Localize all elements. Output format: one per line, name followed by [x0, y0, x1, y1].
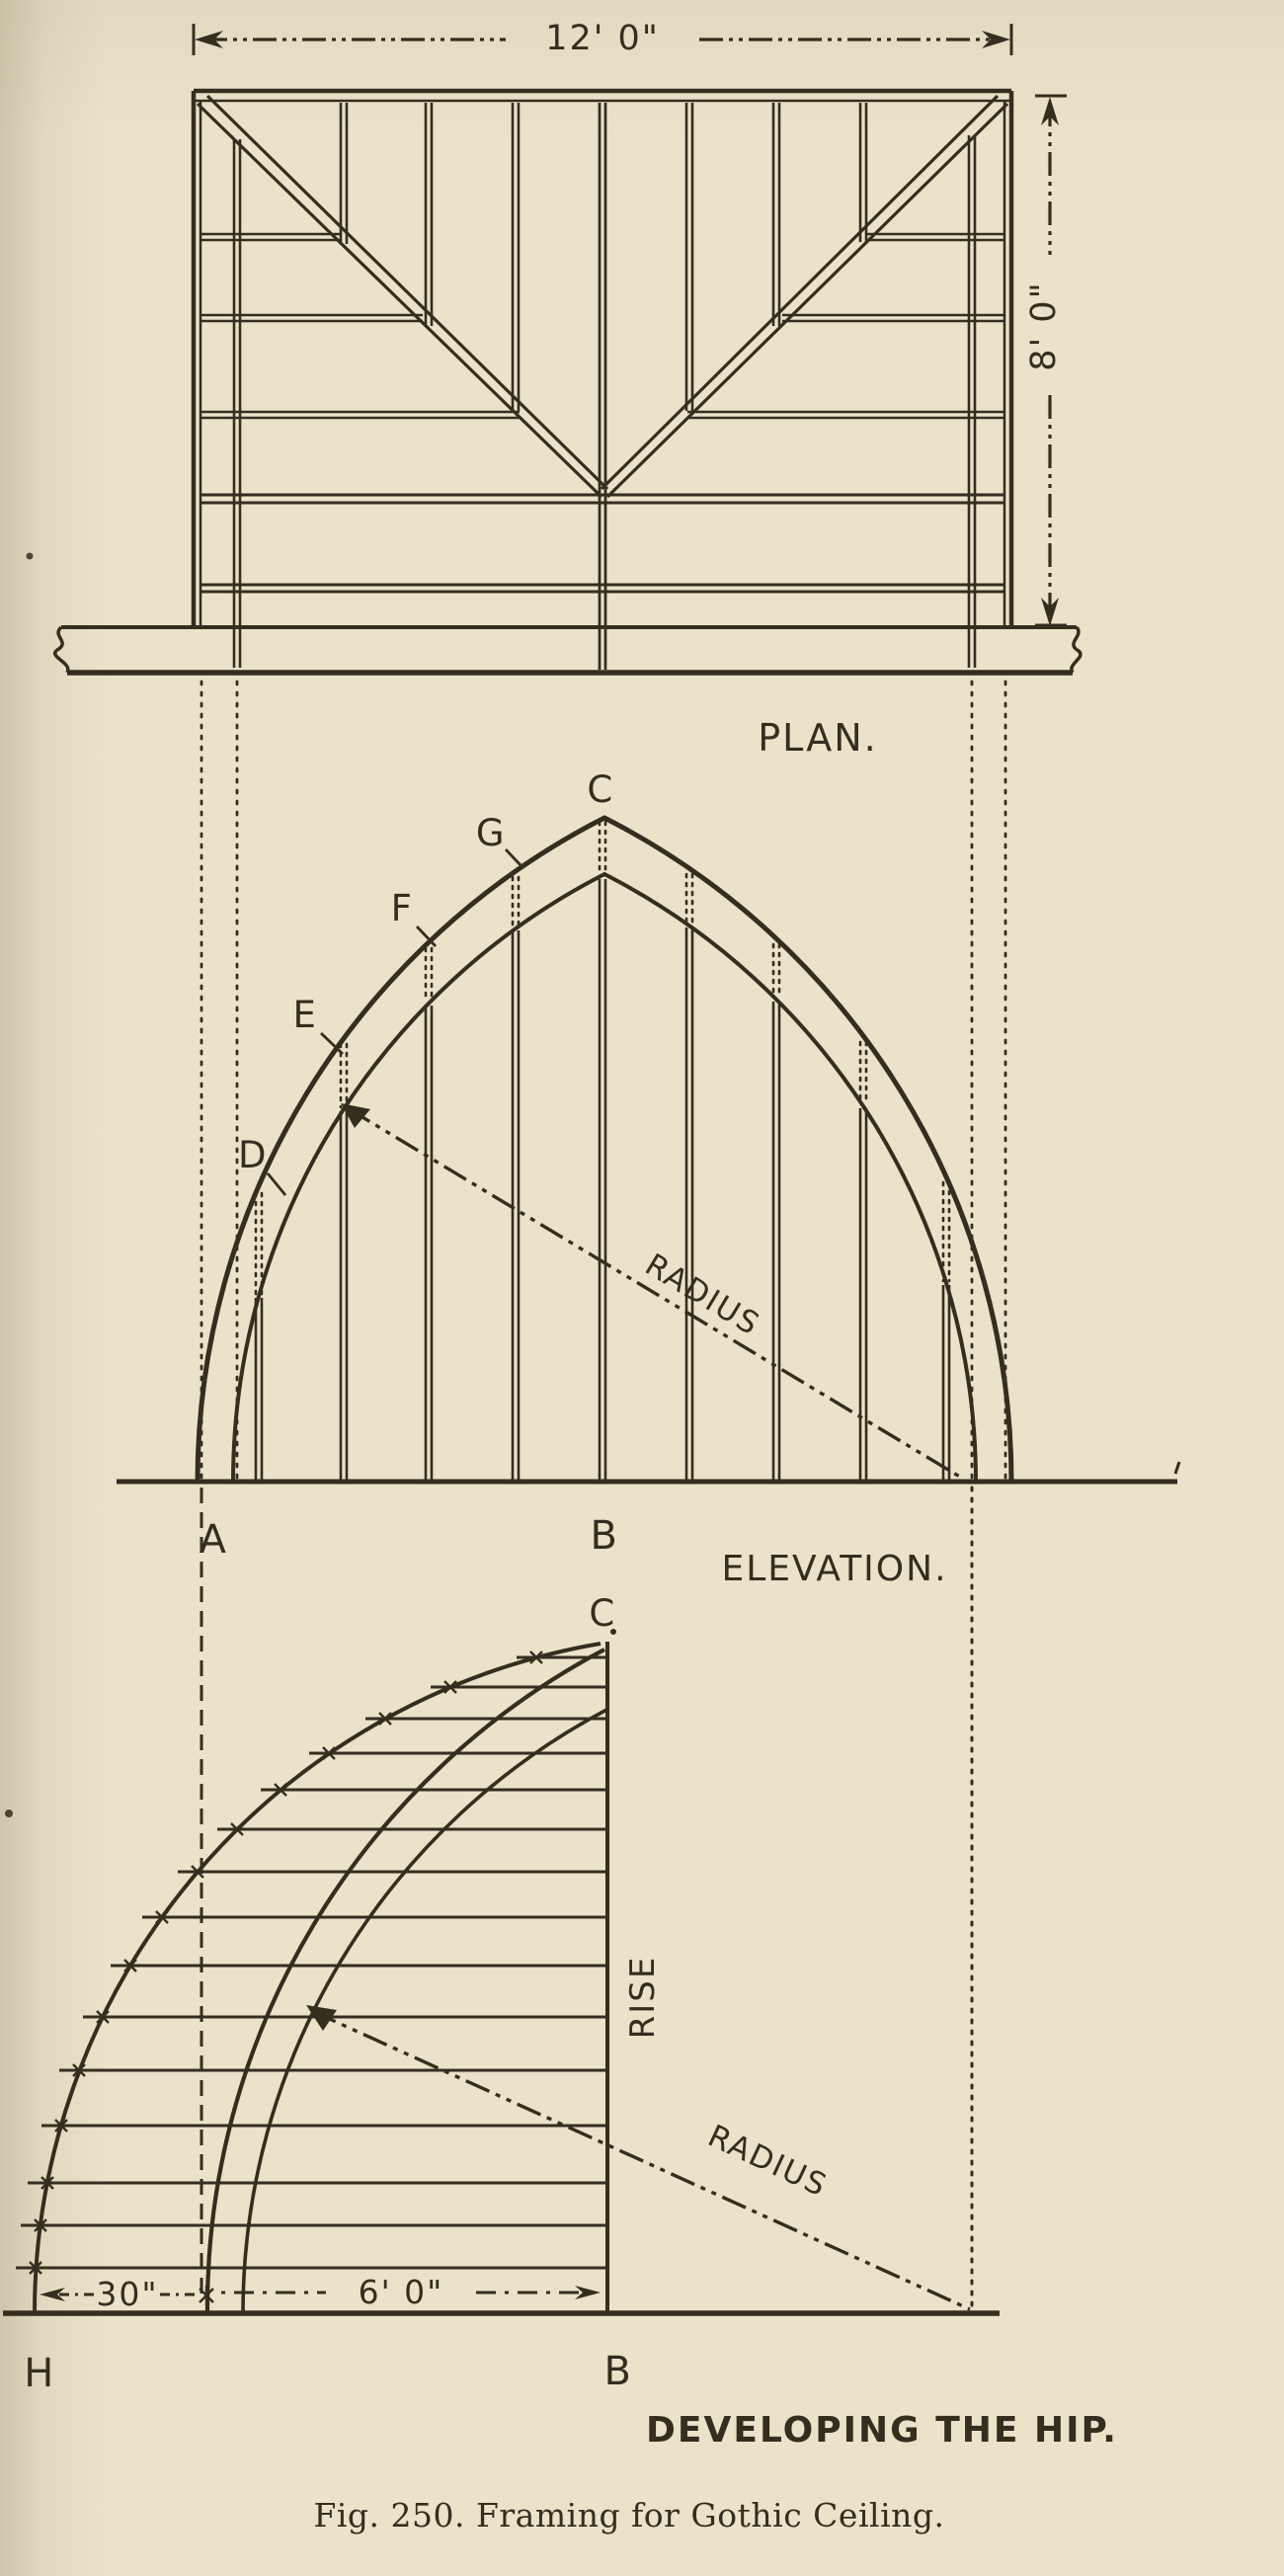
elevation-ribs	[254, 879, 951, 1480]
arch-curve-copy-outer	[204, 1648, 605, 2314]
figure-caption: Fig. 250. Framing for Gothic Ceiling.	[313, 2496, 944, 2535]
hip-rafter-left	[196, 94, 609, 499]
development-point-labels: C H B	[24, 1592, 633, 2396]
development-label: DEVELOPING THE HIP.	[646, 2410, 1118, 2451]
elevation-view: RADIUS C G F E D A B ELEVATION.	[117, 768, 1181, 1589]
projection-lines-lower	[200, 1486, 974, 2311]
arch-inner	[231, 871, 978, 1483]
hip-development-view: RADIUS RISE 30" 6' 0" C H B DEVELOPING T…	[3, 1592, 1118, 2451]
developed-hip-curve	[33, 1642, 602, 2314]
label-b2: B	[604, 2349, 633, 2394]
label-b: B	[591, 1513, 619, 1559]
plan-view: 12' 0" 8' 0" PLAN.	[53, 19, 1083, 760]
plan-ribs	[232, 103, 977, 668]
halfspan-dimension: 6' 0"	[221, 2273, 601, 2311]
label-f: F	[391, 887, 414, 929]
offset-dim-text: 30"	[96, 2275, 158, 2313]
plan-width-dim-text: 12' 0"	[545, 19, 660, 58]
label-d: D	[238, 1134, 268, 1176]
transfer-ticks	[29, 1650, 543, 2275]
elevation-radius-line: RADIUS	[341, 1103, 964, 1481]
hatch-lines	[16, 1655, 605, 2270]
label-c2: C	[589, 1592, 615, 1635]
wall-plate	[53, 625, 1083, 676]
plan-label: PLAN.	[758, 716, 877, 760]
arch-outer	[195, 815, 1014, 1483]
projection-lines-upper	[200, 680, 1007, 1480]
elevation-point-labels: C G F E D A B	[200, 768, 619, 1563]
development-radius-line: RADIUS	[306, 2005, 971, 2311]
label-a: A	[200, 1517, 228, 1563]
halfspan-dim-text: 6' 0"	[359, 2273, 444, 2311]
plan-depth-dimension: 8' 0"	[1024, 94, 1067, 627]
rise-label: RISE	[623, 1956, 663, 2040]
label-h: H	[24, 2351, 55, 2396]
plan-depth-dim-text: 8' 0"	[1024, 281, 1064, 370]
page-specks	[5, 552, 34, 1817]
elevation-label: ELEVATION.	[721, 1549, 947, 1589]
label-c: C	[587, 768, 613, 811]
plan-purlins	[201, 232, 1004, 594]
label-e: E	[293, 994, 318, 1036]
label-g: G	[476, 812, 506, 854]
offset-dimension: 30"	[40, 2275, 214, 2313]
plan-width-dimension: 12' 0"	[192, 19, 1013, 58]
hip-rafter-right	[600, 94, 1009, 499]
arch-curve-copy-inner	[241, 1707, 609, 2314]
elevation-rib-dotted-ends	[254, 820, 951, 1296]
plan-centre-rib	[598, 103, 607, 670]
development-radius-label: RADIUS	[702, 2119, 833, 2205]
